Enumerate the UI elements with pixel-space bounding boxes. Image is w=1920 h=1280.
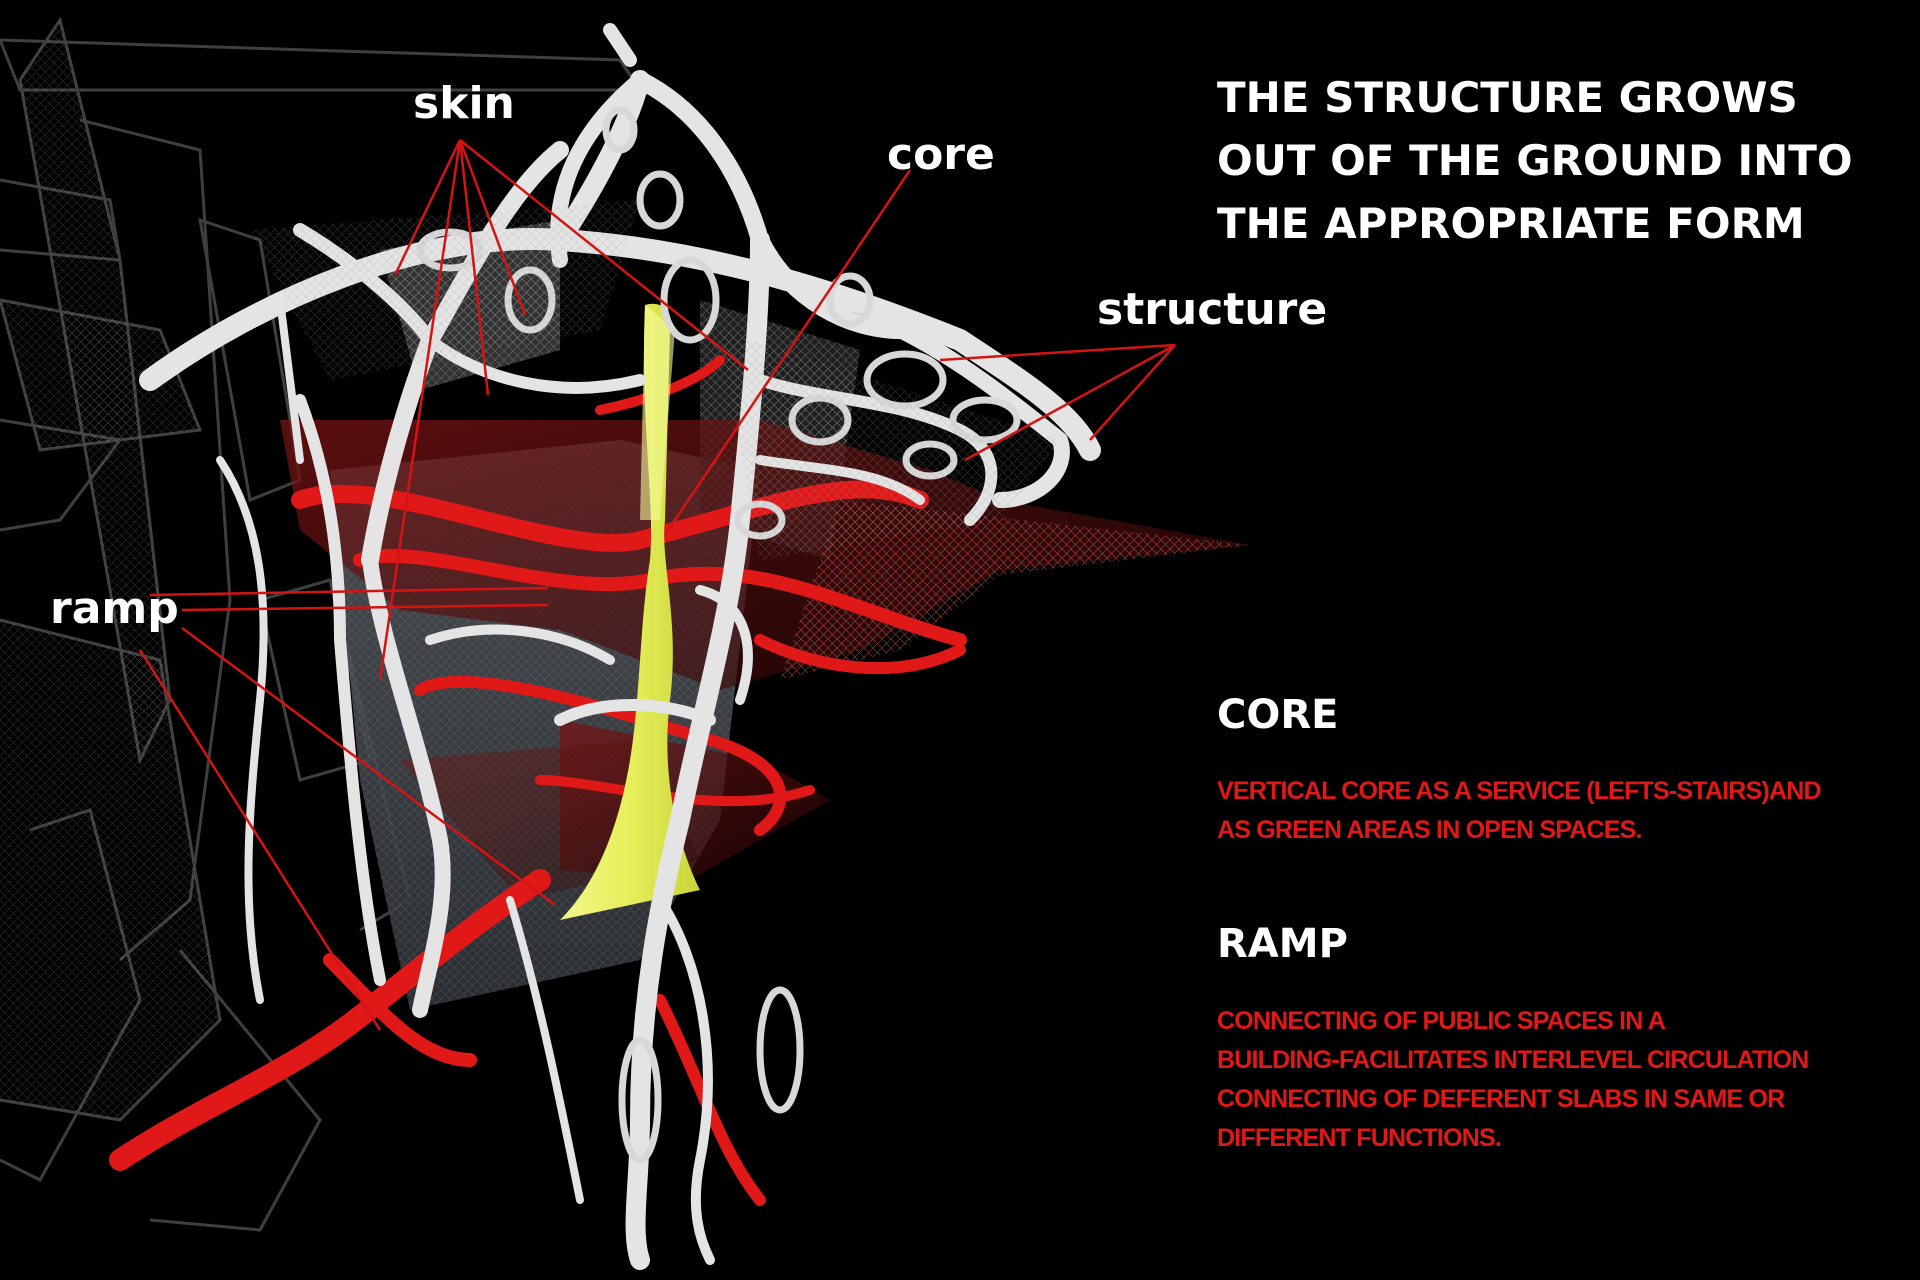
core-body-line: AS GREEN AREAS IN OPEN SPACES. [1217,816,1643,844]
background-mesh-panels [0,20,220,1120]
headline: THE STRUCTURE GROWS OUT OF THE GROUND IN… [1217,66,1897,255]
label-skin: skin [413,78,515,129]
ramp-section-body: CONNECTING OF PUBLIC SPACES IN A BUILDIN… [1217,1002,1809,1158]
label-core: core [887,129,995,180]
core-body-line: VERTICAL CORE AS A SERVICE (LEFTS-STAIRS… [1217,777,1822,805]
headline-line: OUT OF THE GROUND INTO [1217,136,1853,185]
ramp-body-line: BUILDING-FACILITATES INTERLEVEL CIRCULAT… [1217,1046,1809,1074]
ramp-body-line: DIFFERENT FUNCTIONS. [1217,1124,1502,1152]
leader-lines [138,139,1176,1031]
ramp-body-line: CONNECTING OF DEFERENT SLABS IN SAME OR [1217,1085,1785,1113]
headline-line: THE APPROPRIATE FORM [1217,199,1805,248]
label-structure: structure [1097,284,1328,335]
headline-line: THE STRUCTURE GROWS [1217,73,1798,122]
structure-mesh-overlay [250,200,1060,560]
label-ramp: ramp [50,583,179,634]
core-section-title: CORE [1217,692,1339,738]
ramp-body-line: CONNECTING OF PUBLIC SPACES IN A [1217,1007,1666,1035]
core-section-body: VERTICAL CORE AS A SERVICE (LEFTS-STAIRS… [1217,772,1822,850]
ramp-section-title: RAMP [1217,921,1348,967]
vertical-core [560,303,700,920]
